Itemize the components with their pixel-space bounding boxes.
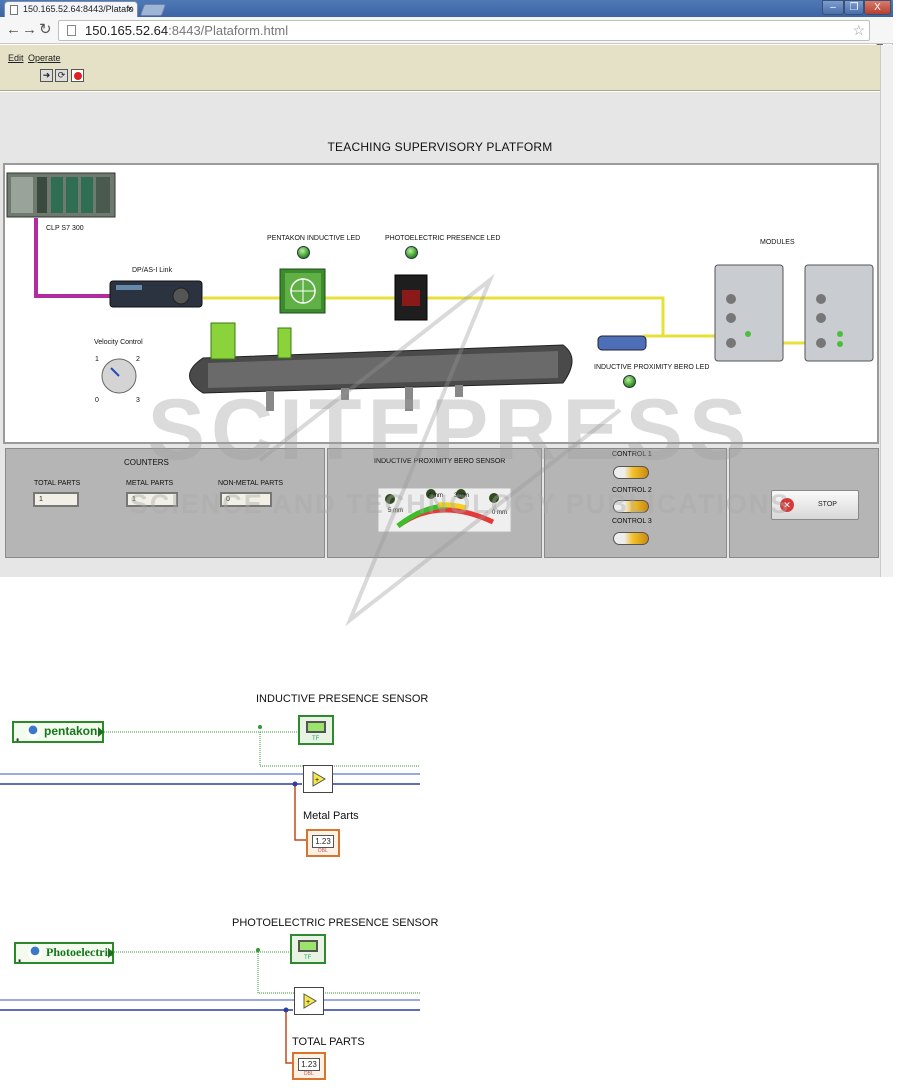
bero-sensor-title: INDUCTIVE PROXIMITY BERO SENSOR [374, 458, 506, 465]
bero-led [623, 375, 636, 388]
browser-tab[interactable]: 150.165.52.64:8443/Platafo × [4, 1, 138, 17]
url-host: 150.165.52.64 [85, 23, 169, 38]
menu-edit[interactable]: Edit [8, 53, 24, 63]
browser-toolbar: ← → ↻ 150.165.52.64:8443/Plataform.html … [0, 17, 893, 54]
minimize-button[interactable]: – [822, 0, 844, 15]
knob-tick: 2 [136, 356, 140, 363]
forward-arrow-icon[interactable]: → [22, 21, 37, 38]
metal-parts-indicator-label: Metal Parts [303, 810, 359, 822]
profibus-cable [34, 218, 113, 298]
io-modules [714, 264, 874, 362]
counters-title: COUNTERS [124, 458, 169, 467]
bero-gauge [378, 488, 512, 533]
stop-x-icon: ✕ [780, 498, 794, 512]
photoelectric-variable-node[interactable]: ∎ Photoelectric [14, 942, 114, 964]
menu-operate[interactable]: Operate [28, 53, 61, 63]
indicator-value: 1.23 [312, 835, 334, 848]
control-2-button[interactable] [613, 500, 649, 513]
knob-tick: 3 [136, 397, 140, 404]
network-variable-icon [26, 725, 40, 739]
variable-name: Photoelectric [46, 945, 114, 959]
browser-window: 150.165.52.64:8443/Platafo × – ❐ X ← → ↻… [0, 0, 893, 627]
gauge-tick: 4 mm [428, 493, 443, 499]
increment-function: + [294, 987, 324, 1015]
network-variable-icon [28, 946, 42, 960]
metal-parts-field: 1 [126, 492, 178, 507]
stop-label: STOP [818, 501, 837, 508]
run-arrow-icon[interactable]: ➜ [40, 69, 53, 82]
address-bar[interactable]: 150.165.52.64:8443/Plataform.html ☆ [58, 20, 870, 41]
title-bar: 150.165.52.64:8443/Platafo × – ❐ X [0, 0, 893, 17]
wiring-1 [0, 725, 420, 841]
variable-name: pentakon [44, 724, 98, 738]
bero-led-label: INDUCTIVE PROXIMITY BERO LED [594, 364, 710, 371]
control-1-button[interactable] [613, 466, 649, 479]
gauge-tick: 0 mm [492, 510, 507, 516]
gauge-tick: 3 mm [454, 493, 469, 499]
increment-function: + [303, 765, 333, 793]
url-path: :8443/Plataform.html [168, 23, 289, 38]
asi-cable [203, 296, 718, 338]
labview-menu-bar: Edit Operate ➜ ⟳ [0, 45, 880, 128]
knob-tick: 0 [95, 397, 99, 404]
control-3-label: CONTROL 3 [612, 518, 652, 525]
photoelectric-led-label: PHOTOELECTRIC PRESENCE LED [385, 235, 501, 242]
velocity-label: Velocity Control [94, 339, 143, 346]
svg-text:+: + [306, 999, 310, 1006]
gauge-tick: 5 mm [388, 508, 403, 514]
velocity-knob [101, 358, 137, 394]
knob-tick: 1 [95, 356, 99, 363]
photoelectric-led [405, 246, 418, 259]
bookmark-star-icon[interactable]: ☆ [852, 22, 865, 38]
plc-device [6, 172, 116, 218]
non-metal-parts-field: 0 [220, 492, 272, 507]
close-window-button[interactable]: X [864, 0, 891, 15]
total-parts-indicator-label: TOTAL PARTS [292, 1036, 365, 1048]
maximize-button[interactable]: ❐ [844, 0, 864, 15]
new-tab-button[interactable] [139, 4, 167, 16]
run-continuous-icon[interactable]: ⟳ [55, 69, 68, 82]
dp-asi-link-device [109, 280, 203, 308]
reload-icon[interactable]: ↻ [39, 21, 52, 38]
indicator-value: 1.23 [298, 1058, 320, 1071]
watermark-text: SCITEPRESS [147, 382, 753, 478]
control-1-label: CONTROL 1 [612, 451, 652, 458]
photoelectric-boolean-indicator: TF [290, 934, 326, 964]
control-3-button[interactable] [613, 532, 649, 545]
total-parts-label: TOTAL PARTS [34, 480, 81, 487]
pentakon-variable-node[interactable]: ∎ pentakon [12, 721, 104, 743]
control-2-label: CONTROL 2 [612, 487, 652, 494]
abort-icon[interactable] [71, 69, 84, 82]
back-arrow-icon[interactable]: ← [6, 21, 21, 38]
tab-close-icon[interactable]: × [127, 4, 133, 15]
inductive-boolean-indicator: TF [298, 715, 334, 745]
page-icon [10, 5, 18, 15]
tab-title: 150.165.52.64:8443/Platafo [23, 4, 134, 14]
metal-parts-label: METAL PARTS [126, 480, 174, 487]
inductive-diagram-title: INDUCTIVE PRESENCE SENSOR [256, 693, 429, 705]
pentakon-led-label: PENTAKON INDUCTIVE LED [267, 235, 361, 242]
clp-label: CLP S7 300 [46, 225, 84, 232]
green-parts [210, 322, 292, 360]
photoelectric-sensor [394, 274, 428, 321]
vertical-scrollbar[interactable] [880, 45, 893, 577]
stop-button[interactable]: ✕ STOP [771, 490, 859, 520]
plant-graphics [6, 172, 874, 411]
svg-text:+: + [315, 777, 319, 784]
non-metal-parts-label: NON-METAL PARTS [218, 480, 284, 487]
page-title: TEACHING SUPERVISORY PLATFORM [327, 140, 553, 154]
total-parts-field: 1 [33, 492, 79, 507]
pentakon-sensor [279, 268, 326, 314]
pentakon-led [297, 246, 310, 259]
page-icon [67, 25, 76, 36]
wiring-2 [0, 948, 420, 1064]
dp-link-label: DP/AS-I Link [132, 267, 173, 274]
modules-label: MODULES [760, 239, 795, 246]
photoelectric-diagram-title: PHOTOELECTRIC PRESENCE SENSOR [232, 917, 439, 929]
watermark-logo [258, 273, 622, 627]
bero-sensor [597, 335, 647, 351]
watermark-subtext: SCIENCE AND TECHNOLOGY PUBLICATIONS [129, 489, 791, 519]
